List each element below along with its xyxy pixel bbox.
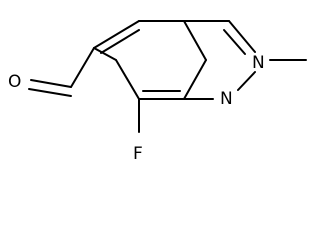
bond <box>100 29 140 54</box>
bond <box>28 88 72 97</box>
fluorine-atom-label: F <box>133 144 143 164</box>
nitrogen-atom-label: N <box>252 53 265 73</box>
bond <box>183 20 207 61</box>
bond <box>115 59 140 100</box>
molecule-structure: O F N N <box>8 20 307 164</box>
bond <box>228 20 256 53</box>
nitrogen-atom-label: N <box>220 89 233 109</box>
bond <box>93 47 117 61</box>
bond <box>93 20 140 49</box>
atom-labels: O F N N <box>8 53 265 164</box>
bond <box>237 71 256 91</box>
bond <box>70 47 95 88</box>
oxygen-atom-label: O <box>8 72 21 92</box>
bond <box>223 29 246 55</box>
bond <box>183 59 207 100</box>
bond <box>30 79 72 88</box>
bond-lines <box>28 20 307 133</box>
